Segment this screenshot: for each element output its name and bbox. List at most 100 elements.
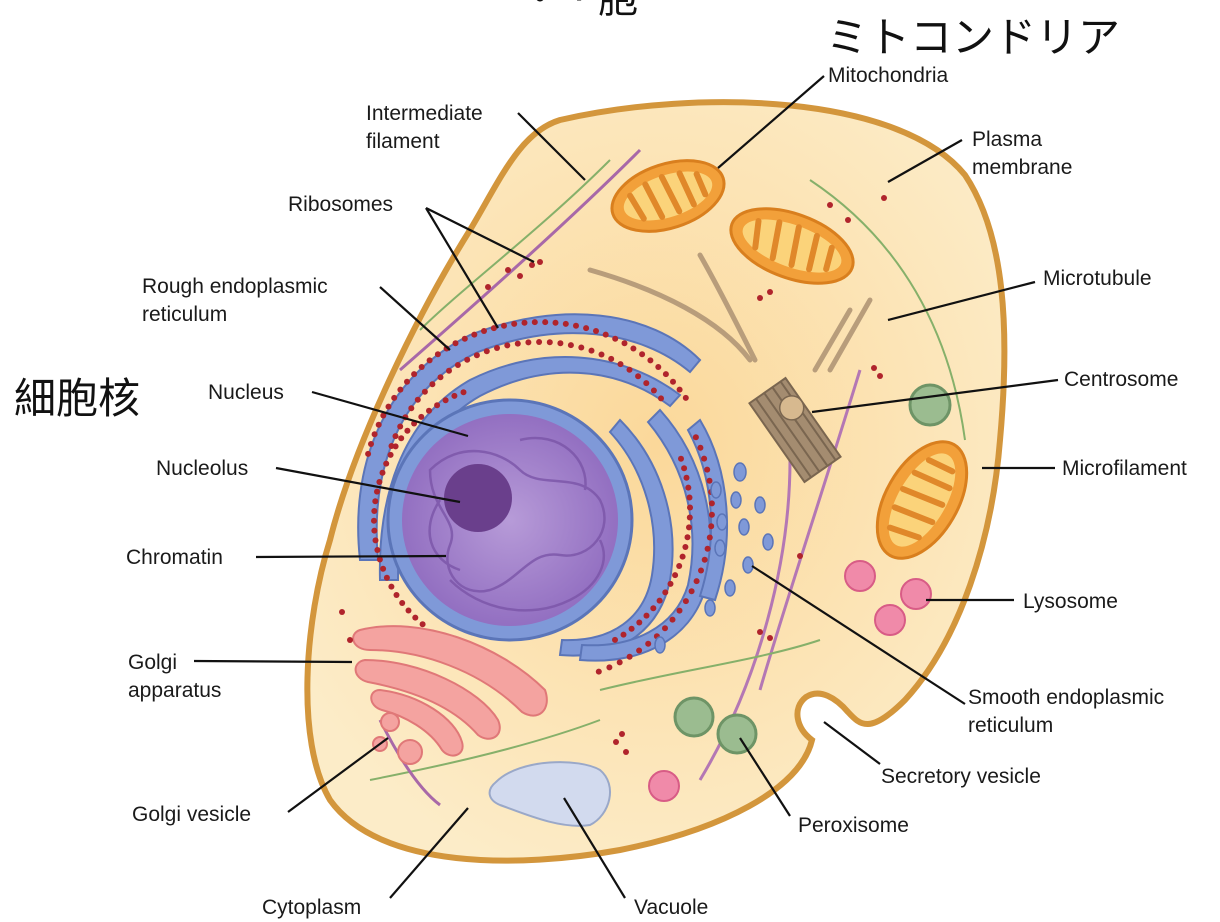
label-plasma-membrane-line1: Plasma bbox=[972, 128, 1042, 151]
ribosome-dot bbox=[399, 600, 405, 606]
ribosome-dot bbox=[393, 433, 399, 439]
ribosome-dot bbox=[612, 637, 618, 643]
ribosome-dot bbox=[376, 479, 382, 485]
ribosome-dot bbox=[622, 340, 628, 346]
ribosome-dot bbox=[397, 424, 403, 430]
ribosome-dot bbox=[608, 356, 614, 362]
ribosome-dot bbox=[553, 320, 559, 326]
ribosome-dot bbox=[511, 321, 517, 327]
ribosome-dot bbox=[644, 613, 650, 619]
ribosome-dot bbox=[707, 478, 713, 484]
label-vacuole: Vacuole bbox=[634, 896, 708, 919]
ribosome-dot bbox=[573, 323, 579, 329]
ribosome-dot bbox=[453, 340, 459, 346]
ribosome-dot bbox=[583, 325, 589, 331]
ribosome-dot bbox=[697, 445, 703, 451]
ribosome-dot bbox=[383, 461, 389, 467]
ribosome-dot bbox=[404, 379, 410, 385]
ribosome-dot bbox=[376, 422, 382, 428]
nucleus bbox=[388, 400, 632, 640]
ribosome-dot bbox=[627, 654, 633, 660]
ribosome-dot bbox=[698, 568, 704, 574]
ribosome-dot bbox=[371, 508, 377, 514]
label-centrosome: Centrosome bbox=[1064, 368, 1178, 391]
ribosome-dot bbox=[677, 387, 683, 393]
ribosome-dot bbox=[687, 495, 693, 501]
ribosome-dot bbox=[532, 319, 538, 325]
nucleolus bbox=[444, 464, 512, 532]
ribosome-dot bbox=[388, 452, 394, 458]
ribosome-dot bbox=[563, 321, 569, 327]
ribosome-dot bbox=[484, 348, 490, 354]
ribosome-dot bbox=[680, 554, 686, 560]
ribosome-dot bbox=[374, 489, 380, 495]
ribosome-dot bbox=[426, 408, 432, 414]
label-golgi-vesicle: Golgi vesicle bbox=[132, 803, 251, 826]
ribosome-dot bbox=[568, 342, 574, 348]
ribosome-dot bbox=[677, 608, 683, 614]
ribosome-dot bbox=[704, 467, 710, 473]
ribosome-dot bbox=[651, 388, 657, 394]
label-intermediate-filament-line1: Intermediate bbox=[366, 102, 483, 125]
ribosome-dot bbox=[657, 598, 663, 604]
ribosome-dot bbox=[647, 357, 653, 363]
ribosome-dot bbox=[391, 395, 397, 401]
nucleus-body bbox=[402, 414, 618, 626]
ribosome-dot bbox=[687, 505, 693, 511]
ribosome-dot bbox=[636, 648, 642, 654]
ribosome-dot bbox=[411, 371, 417, 377]
ribosome-dot bbox=[621, 632, 627, 638]
ribosome-dot bbox=[372, 498, 378, 504]
label-peroxisome: Peroxisome bbox=[798, 814, 909, 837]
ribosome-dot bbox=[701, 456, 707, 462]
label-rough-er-line1: Rough endoplasmic bbox=[142, 275, 328, 298]
ribosome-dot bbox=[420, 621, 426, 627]
ribosome-dot bbox=[446, 368, 452, 374]
ribosome-dot bbox=[689, 588, 695, 594]
ribosome-dot bbox=[685, 534, 691, 540]
ribosome-dot bbox=[617, 659, 623, 665]
ribosome-dot bbox=[693, 434, 699, 440]
ribosome-dot bbox=[603, 332, 609, 338]
ribosome-dot bbox=[672, 572, 678, 578]
mitochondria-jp-label: ミトコンドリア bbox=[826, 13, 1120, 62]
ribosome-dot bbox=[687, 515, 693, 521]
ribosome-dot bbox=[388, 584, 394, 590]
label-smooth-er-line2: reticulum bbox=[968, 714, 1053, 737]
ribosome-dot bbox=[650, 605, 656, 611]
ribosome-dot bbox=[380, 566, 386, 572]
ribosome-dot bbox=[394, 592, 400, 598]
label-intermediate-filament-line2: filament bbox=[366, 130, 440, 153]
ribosome-dot bbox=[373, 537, 379, 543]
ribosome-dot bbox=[464, 357, 470, 363]
label-mitochondria: Mitochondria bbox=[828, 64, 949, 87]
ribosome-dot bbox=[427, 357, 433, 363]
label-nucleus: Nucleus bbox=[208, 381, 284, 404]
ribosome-dot bbox=[455, 362, 461, 368]
ribosome-dot bbox=[676, 563, 682, 569]
ribosome-dot bbox=[663, 371, 669, 377]
title-fragment: ・ · 胞 bbox=[520, 0, 638, 22]
ribosome-dot bbox=[419, 364, 425, 370]
ribosome-dot bbox=[368, 441, 374, 447]
ribosome-dot bbox=[708, 523, 714, 529]
ribosome-dot bbox=[709, 512, 715, 518]
ribosome-dot bbox=[681, 465, 687, 471]
ribosome-dot bbox=[709, 500, 715, 506]
ribosome-dot bbox=[386, 404, 392, 410]
ribosome-dot bbox=[435, 351, 441, 357]
ribosome-dot bbox=[670, 617, 676, 623]
ribosome-dot bbox=[685, 485, 691, 491]
ribosome-dot bbox=[462, 336, 468, 342]
ribosome-dot bbox=[481, 328, 487, 334]
label-cytoplasm: Cytoplasm bbox=[262, 896, 361, 919]
ribosome-dot bbox=[451, 393, 457, 399]
ribosome-dot bbox=[434, 402, 440, 408]
ribosome-dot bbox=[599, 352, 605, 358]
ribosome-dot bbox=[515, 341, 521, 347]
ribosome-dot bbox=[702, 557, 708, 563]
ribosome-dot bbox=[374, 547, 380, 553]
ribosome-dot bbox=[412, 615, 418, 621]
ribosome-dot bbox=[596, 669, 602, 675]
ribosome-dot bbox=[658, 395, 664, 401]
